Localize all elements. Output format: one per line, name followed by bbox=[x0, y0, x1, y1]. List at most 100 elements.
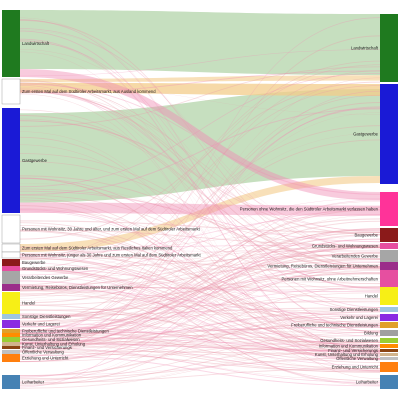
left-label-kunst-unterhaltung-und-erholung: Kunst, Unterhaltung und Erholung bbox=[22, 341, 86, 346]
left-label-verarbeitendes-gewerbe: Verarbeitendes Gewerbe bbox=[22, 275, 69, 280]
left-label-gesundheits-und-sozialwesen: Gesundheits- und Sozialwesen bbox=[22, 337, 80, 342]
link-flow bbox=[20, 153, 380, 270]
link-flow bbox=[20, 333, 380, 370]
right-node-personen-mit-wohnsitz-ohne-arbeitnehmers bbox=[380, 270, 398, 288]
link-flow bbox=[20, 205, 380, 352]
link-flow bbox=[20, 229, 380, 246]
link-flow bbox=[20, 248, 380, 324]
right-label-erziehung-und-unterricht: Erziehung und Unterricht bbox=[332, 364, 379, 369]
left-label-personen-mit-wohnsitz-30-jahre-und-alter: Personen mit Wohnsitz, 30 Jahre und älte… bbox=[22, 226, 201, 231]
link-flow bbox=[20, 311, 380, 377]
link-flow bbox=[20, 77, 380, 347]
right-label-baugewerbe: Baugewerbe bbox=[354, 232, 378, 237]
right-node-finanz-und-versicherungs bbox=[380, 349, 398, 352]
link-flow bbox=[20, 222, 380, 332]
link-flow bbox=[20, 220, 380, 233]
link-flow bbox=[20, 300, 380, 311]
link-flow bbox=[20, 230, 380, 254]
right-node-gastgewerbe bbox=[380, 84, 398, 184]
left-node-sonstige-dienstleistungen bbox=[2, 314, 20, 319]
link-flow bbox=[20, 262, 380, 334]
link-flow bbox=[20, 93, 380, 359]
link-flow bbox=[20, 102, 380, 324]
sankey-links bbox=[20, 10, 380, 389]
link-flow bbox=[20, 190, 380, 242]
link-flow bbox=[20, 266, 380, 328]
link-flow bbox=[20, 66, 380, 127]
link-flow bbox=[20, 267, 380, 317]
left-node-vermietung-reiseburos-dienstleistungen-f bbox=[2, 284, 20, 291]
left-node-finanz-und-versicherungs bbox=[2, 346, 20, 349]
link-flow bbox=[20, 247, 380, 340]
link-flow bbox=[20, 336, 380, 347]
link-flow bbox=[20, 270, 380, 385]
link-flow bbox=[20, 246, 380, 347]
link-flow bbox=[20, 268, 380, 316]
link-flow bbox=[20, 90, 380, 388]
right-label-verarbeitendes-gewerbe: Verarbeitendes Gewerbe bbox=[332, 253, 379, 258]
link-flow bbox=[20, 339, 380, 352]
link-flow bbox=[20, 114, 380, 268]
link-flow bbox=[20, 194, 380, 285]
link-flow bbox=[20, 81, 380, 273]
link-flow bbox=[20, 70, 380, 297]
link-flow bbox=[20, 309, 380, 346]
link-flow bbox=[20, 183, 380, 263]
link-flow bbox=[20, 178, 380, 354]
right-label-verkehr-und-lagerei: Verkehr und Lagerei bbox=[340, 315, 378, 320]
link-flow bbox=[20, 329, 380, 360]
left-node-personen-mit-wohnsitz-30-jahre-und-alter bbox=[1, 214, 21, 244]
link-flow bbox=[20, 208, 380, 326]
link-flow bbox=[20, 269, 380, 359]
left-label-grundstucks-und-wohnungswesen: Grundstücks- und Wohnungswesen bbox=[22, 266, 89, 271]
link-flow bbox=[20, 233, 380, 349]
link-flow bbox=[20, 38, 380, 353]
link-flow bbox=[20, 89, 380, 269]
right-label-bildung: Bildung bbox=[364, 330, 379, 335]
link-flow bbox=[20, 288, 380, 316]
link-flow bbox=[20, 289, 380, 372]
link-flow bbox=[20, 268, 380, 343]
left-label-landwirtschaft: Landwirtschaft bbox=[22, 41, 50, 46]
link-flow bbox=[20, 280, 380, 361]
link-flow bbox=[20, 286, 380, 291]
link-ausland-landwirtschaft bbox=[20, 75, 380, 82]
left-node-handel bbox=[2, 292, 20, 314]
link-flow bbox=[20, 267, 380, 362]
link-flow bbox=[20, 209, 380, 276]
left-label-zum-ersten-mal-auf-dem-sudtiroler-arbeit: Zum ersten Mal auf dem Südtiroler Arbeit… bbox=[22, 245, 173, 250]
link-flow bbox=[20, 250, 380, 280]
right-node-vermietung-reiseburos-dienstleistungen-f bbox=[380, 262, 398, 270]
link-flow bbox=[20, 316, 380, 376]
link-flow bbox=[20, 276, 380, 346]
left-node-baugewerbe bbox=[2, 259, 20, 266]
link-flow bbox=[20, 342, 380, 352]
link-flow bbox=[20, 208, 380, 292]
left-label-erziehung-und-unterricht: Erziehung und Unterricht bbox=[22, 355, 69, 360]
link-flow bbox=[20, 285, 380, 293]
link-flow bbox=[20, 17, 380, 338]
link-flow bbox=[20, 209, 380, 338]
link-flow bbox=[20, 317, 380, 357]
link-flow bbox=[20, 88, 380, 290]
link-flow bbox=[20, 304, 380, 357]
link-flow bbox=[20, 246, 380, 318]
link-flow bbox=[20, 329, 380, 370]
right-label-gesundheits-und-sozialwesen: Gesundheits- und Sozialwesen bbox=[320, 338, 378, 343]
right-node-verarbeitendes-gewerbe bbox=[380, 250, 398, 262]
link-flow bbox=[20, 326, 380, 335]
link-flow bbox=[20, 348, 380, 381]
link-flow bbox=[20, 230, 380, 384]
link-flow bbox=[20, 339, 380, 372]
link-flow bbox=[20, 125, 380, 286]
link-flow bbox=[20, 344, 380, 373]
link-flow bbox=[20, 288, 380, 363]
link-flow bbox=[20, 230, 380, 327]
link-flow bbox=[20, 139, 380, 292]
link-flow bbox=[20, 82, 380, 247]
link-flow bbox=[20, 253, 380, 328]
link-flow bbox=[20, 285, 380, 349]
link-flow bbox=[20, 314, 380, 366]
